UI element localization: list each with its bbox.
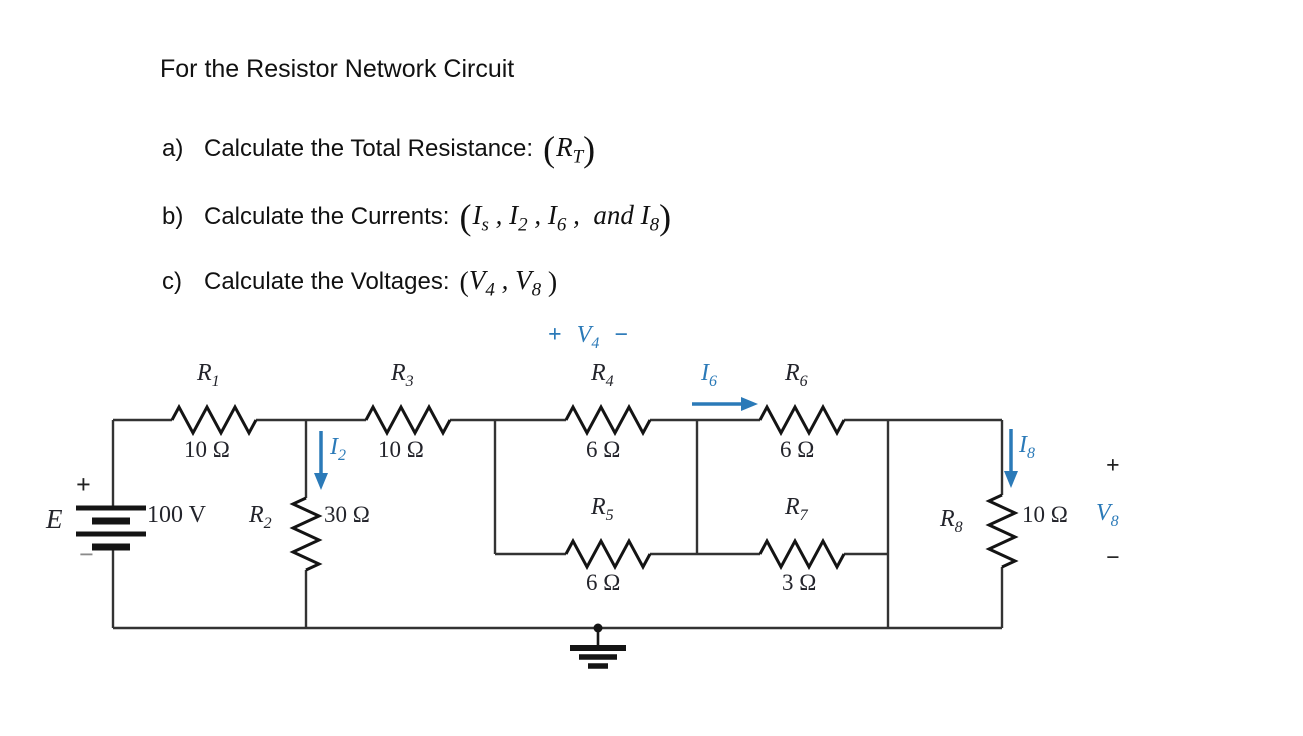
value-R6: 6 Ω [780, 437, 815, 462]
value-R3: 10 Ω [378, 437, 424, 462]
label-R8: R8 [940, 506, 963, 536]
label-R3: R3 [391, 360, 414, 390]
source-value: 100 V [147, 502, 206, 528]
resistor-R1 [170, 403, 258, 437]
label-R4: R4 [591, 360, 614, 390]
value-R1: 10 Ω [184, 437, 230, 462]
problem-title: For the Resistor Network Circuit [160, 55, 515, 83]
source-plus-sign: + [76, 470, 91, 499]
resistor-R7 [758, 537, 846, 571]
label-I2: I2 [330, 434, 346, 464]
question-b-text: Calculate the Currents: [204, 203, 450, 230]
resistor-R4 [564, 403, 652, 437]
resistor-R6 [758, 403, 846, 437]
arrow-I2-head [314, 473, 328, 490]
resistors [170, 403, 1019, 572]
resistor-R8 [985, 493, 1019, 569]
resistor-R5 [564, 537, 652, 571]
value-R4: 6 Ω [586, 437, 621, 462]
question-b: b) Calculate the Currents: (Is , I2 , I6 ,… [162, 196, 672, 238]
question-c-math: (V4 , V8 ) [459, 265, 558, 301]
value-R7: 3 Ω [782, 570, 817, 595]
label-R1: R1 [197, 360, 220, 390]
battery-E [76, 505, 146, 551]
question-a: a) Calculate the Total Resistance: (RT) [162, 128, 596, 170]
label-I6: I6 [701, 360, 717, 390]
V8-minus-sign: − [1106, 545, 1120, 571]
question-a-math: (RT) [543, 129, 597, 169]
question-b-math: (Is , I2 , I6 , and I8) [459, 197, 673, 237]
label-R2: R2 [249, 502, 272, 532]
value-R5: 6 Ω [586, 570, 621, 595]
voltage-V4-annotation: + V4 − [548, 322, 629, 352]
resistor-R3 [364, 403, 452, 437]
V8-plus-sign: + [1106, 453, 1120, 479]
question-c: c) Calculate the Voltages: (V4 , V8 ) [162, 265, 557, 299]
ground-symbol [570, 623, 626, 669]
label-I8: I8 [1019, 432, 1035, 462]
V4-minus-sign: − [614, 322, 629, 348]
label-V8: V8 [1096, 500, 1119, 530]
label-R5: R5 [591, 494, 614, 524]
question-b-prefix: b) [162, 203, 184, 230]
question-a-text: Calculate the Total Resistance: [204, 135, 534, 162]
source-minus-sign: − [79, 540, 94, 569]
arrow-I8-head [1004, 471, 1018, 488]
question-c-prefix: c) [162, 268, 182, 295]
question-c-text: Calculate the Voltages: [204, 268, 450, 295]
label-V4: V4 [576, 322, 600, 352]
label-R6: R6 [785, 360, 808, 390]
arrow-I6-head [741, 397, 758, 411]
source-label-E: E [46, 504, 63, 534]
V4-plus-sign: + [548, 322, 562, 348]
wires [111, 418, 1004, 630]
value-R8: 10 Ω [1022, 502, 1068, 527]
value-R2: 30 Ω [324, 502, 370, 527]
current-arrows [314, 397, 1018, 490]
question-a-prefix: a) [162, 135, 184, 162]
label-R7: R7 [785, 494, 808, 524]
resistor-R2 [289, 496, 323, 572]
